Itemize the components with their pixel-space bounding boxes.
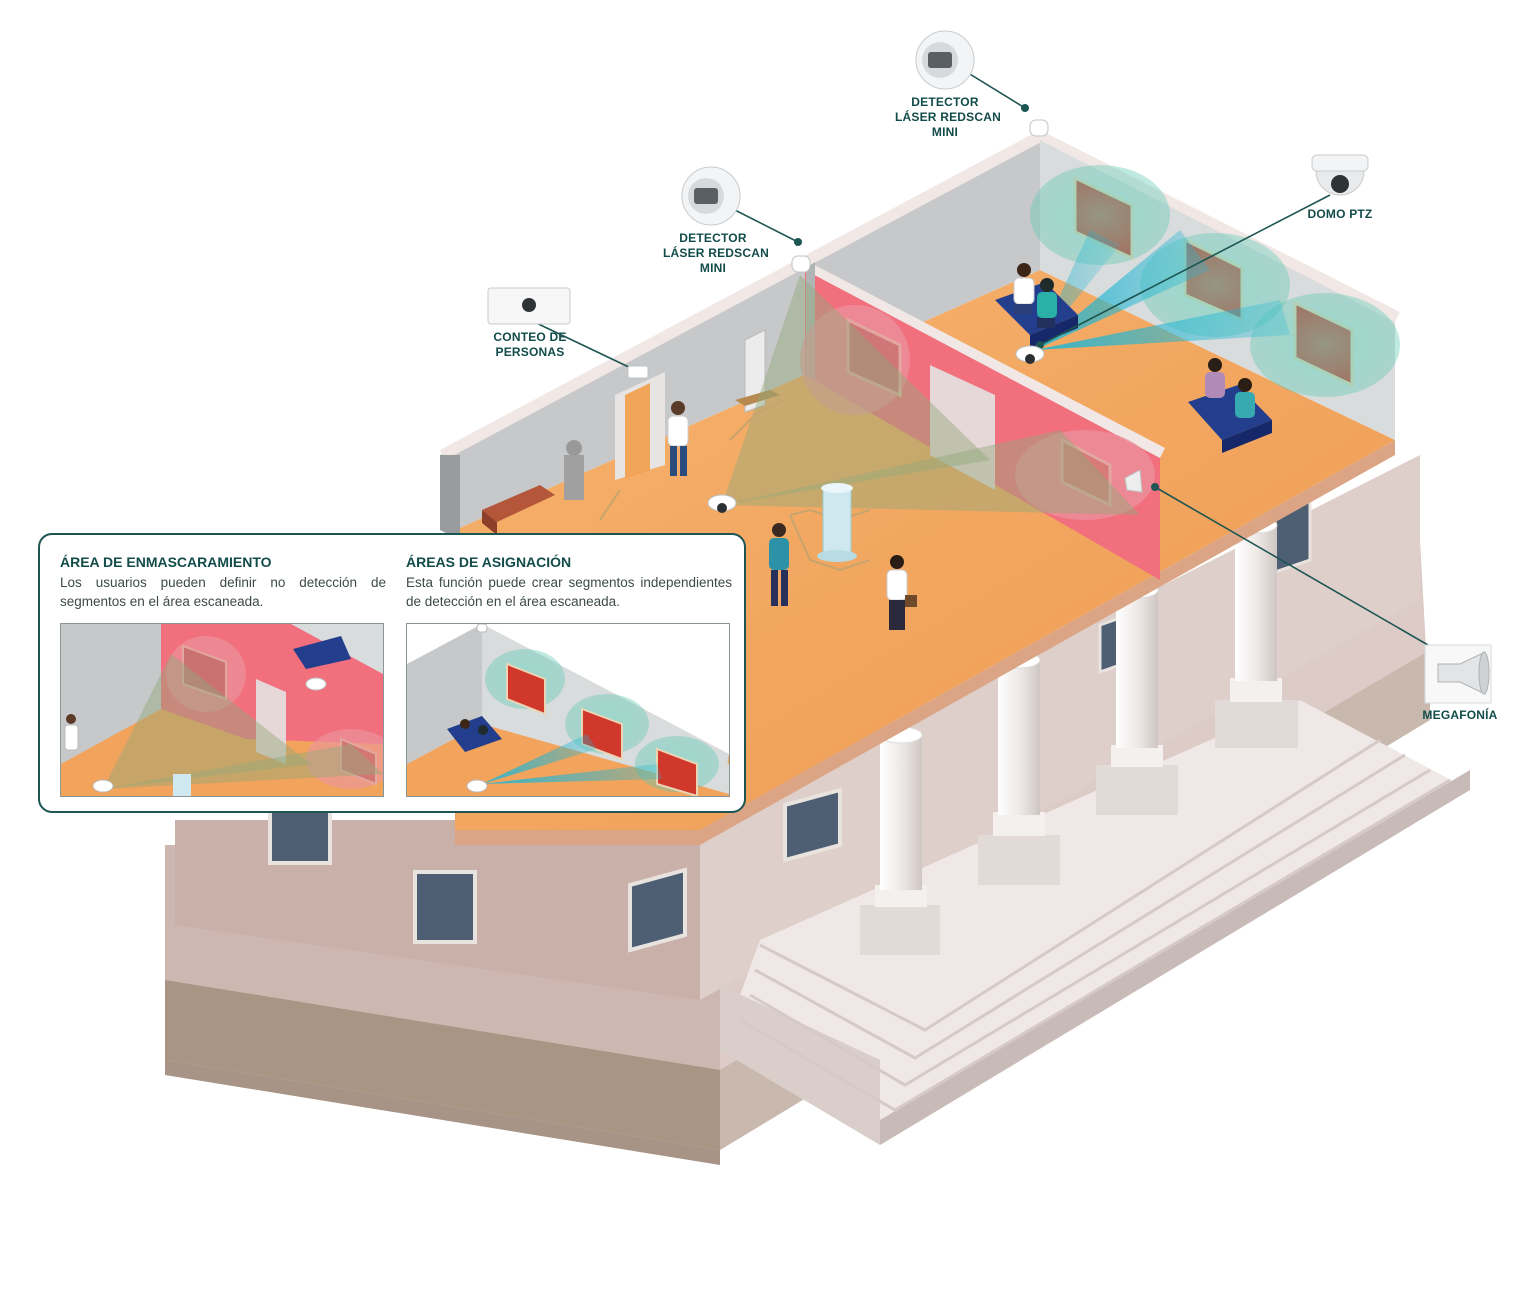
label-line: LÁSER REDSCAN bbox=[895, 110, 1001, 124]
laser-detector-icon bbox=[1029, 119, 1049, 137]
masking-area-title: ÁREA DE ENMASCARAMIENTO bbox=[60, 554, 272, 570]
megaphone-icon bbox=[1424, 644, 1492, 704]
info-panel: ÁREA DE ENMASCARAMIENTO Los usuarios pue… bbox=[38, 533, 746, 813]
visitor bbox=[1205, 358, 1225, 398]
label-line: LÁSER REDSCAN bbox=[663, 246, 769, 260]
assignment-area-section: ÁREAS DE ASIGNACIÓN Esta función puede c… bbox=[406, 553, 732, 611]
assignment-area-thumbnail bbox=[406, 623, 730, 797]
assignment-area-illustration bbox=[407, 624, 729, 796]
column bbox=[1096, 581, 1178, 815]
megaphone-icon bbox=[1124, 469, 1143, 493]
label-people-counting: CONTEO DE PERSONAS bbox=[480, 330, 580, 360]
label-line: MINI bbox=[931, 125, 959, 139]
visitor bbox=[1235, 378, 1255, 418]
facade-windows bbox=[268, 497, 1312, 953]
masking-area-illustration bbox=[61, 624, 383, 796]
label-line: CONTEO DE bbox=[493, 330, 567, 344]
label-line: DETECTOR bbox=[679, 231, 747, 245]
portico-columns bbox=[860, 516, 1298, 955]
column bbox=[978, 651, 1060, 885]
ptz-dome-icon bbox=[1311, 154, 1369, 196]
label-line: DOMO PTZ bbox=[1307, 207, 1373, 221]
hall-exhibits bbox=[482, 329, 780, 535]
label-ptz-dome: DOMO PTZ bbox=[1295, 207, 1385, 222]
visitor bbox=[1037, 278, 1057, 328]
label-line: DETECTOR bbox=[911, 95, 979, 109]
masking-area-section: ÁREA DE ENMASCARAMIENTO Los usuarios pue… bbox=[60, 553, 386, 611]
laser-detector-icon bbox=[915, 30, 975, 90]
visitor bbox=[1013, 263, 1035, 314]
label-line: MEGAFONÍA bbox=[1422, 708, 1498, 722]
column bbox=[860, 726, 940, 955]
column bbox=[1215, 516, 1298, 748]
display-pedestal bbox=[817, 483, 857, 562]
laser-detector-icon bbox=[681, 166, 741, 226]
visitor bbox=[886, 555, 917, 630]
label-line: MINI bbox=[699, 261, 727, 275]
label-megaphone: MEGAFONÍA bbox=[1415, 708, 1505, 723]
label-laser-detector-top: DETECTOR LÁSER REDSCAN MINI bbox=[895, 95, 1001, 140]
assignment-area-description: Esta función puede crear segmentos indep… bbox=[406, 575, 732, 609]
visitor bbox=[769, 523, 789, 606]
dome-camera-icon bbox=[1015, 345, 1045, 364]
detection-zones bbox=[1030, 165, 1400, 397]
label-line: PERSONAS bbox=[495, 345, 565, 359]
dome-camera-icon bbox=[707, 494, 737, 513]
visitor bbox=[667, 401, 689, 476]
visitors bbox=[667, 263, 1255, 630]
masking-area-thumbnail bbox=[60, 623, 384, 797]
people-counter-icon bbox=[487, 287, 571, 325]
masking-zones bbox=[722, 275, 1155, 520]
label-laser-detector-mid: DETECTOR LÁSER REDSCAN MINI bbox=[663, 231, 769, 276]
laser-detector-icon bbox=[791, 255, 811, 273]
leader-lines bbox=[529, 67, 1429, 646]
masking-area-description: Los usuarios pueden definir no detección… bbox=[60, 575, 386, 609]
people-counter-icon bbox=[627, 365, 649, 379]
entrance-stairs bbox=[720, 700, 1470, 1145]
assignment-area-title: ÁREAS DE ASIGNACIÓN bbox=[406, 554, 572, 570]
